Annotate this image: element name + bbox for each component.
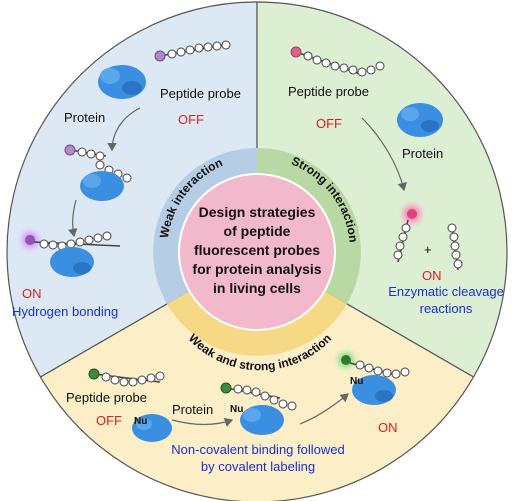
- protein-icon: [98, 65, 146, 99]
- on-label: ON: [422, 268, 442, 283]
- protein-icon: [50, 247, 94, 277]
- center-line: of peptide: [224, 223, 291, 239]
- glowing-probe: [16, 226, 121, 254]
- arrow: [361, 117, 407, 192]
- protein-icon: [132, 414, 172, 442]
- center-line: fluorescent probes: [194, 242, 320, 258]
- off-label: OFF: [178, 112, 204, 127]
- protein-icon: [240, 405, 284, 435]
- combined-panel: Peptide probe OFF Nu Protein Nu: [66, 346, 410, 474]
- center-line: for protein analysis: [192, 261, 321, 277]
- off-label: OFF: [96, 413, 122, 428]
- nucleophile-label: Nu: [134, 416, 147, 427]
- peptide-probe-label: Peptide probe: [66, 390, 147, 405]
- off-label: OFF: [316, 116, 342, 131]
- peptide-probe-chain: [154, 40, 231, 62]
- protein-icon: [397, 103, 443, 137]
- plus-sign: +: [424, 242, 432, 257]
- arrow: [299, 393, 349, 425]
- on-label: ON: [22, 286, 42, 301]
- cleaved-fragment: [447, 223, 463, 271]
- protein-label: Protein: [402, 146, 443, 161]
- labeled-protein: [332, 346, 410, 405]
- enzymatic-caption-line: reactions: [420, 301, 473, 316]
- arrow: [67, 199, 78, 238]
- strong-panel: Peptide probe OFF Protein + ON E: [288, 46, 504, 316]
- enzymatic-caption-line: Enzymatic cleavage: [388, 284, 504, 299]
- arrow: [107, 107, 141, 152]
- bound-probe-chain: [64, 144, 132, 183]
- nucleophile-label: Nu: [230, 404, 243, 415]
- peptide-probe-label: Peptide probe: [288, 84, 369, 99]
- protein-label: Protein: [64, 110, 105, 125]
- peptide-probe-chain: [290, 46, 385, 77]
- protein-icon: [80, 171, 124, 201]
- center-title: Design strategies of peptide fluorescent…: [192, 204, 321, 296]
- center-line: in living cells: [213, 280, 301, 296]
- nucleophile-label: Nu: [350, 376, 363, 387]
- combined-caption-line: Non-covalent binding followed: [171, 442, 344, 457]
- protein-label: Protein: [172, 402, 213, 417]
- hydrogen-bonding-caption: Hydrogen bonding: [12, 304, 118, 319]
- combined-caption-line: by covalent labeling: [201, 459, 315, 474]
- arrow: [171, 417, 234, 427]
- on-label: ON: [378, 420, 398, 435]
- weak-panel: Peptide probe Protein OFF: [12, 40, 241, 319]
- peptide-probe-chain: [88, 368, 165, 387]
- cleaved-fluorophore: [393, 200, 426, 263]
- center-line: Design strategies: [199, 204, 316, 220]
- peptide-probe-label: Peptide probe: [160, 86, 241, 101]
- bound-probe-chain: [220, 382, 297, 411]
- center-circle: [178, 173, 336, 331]
